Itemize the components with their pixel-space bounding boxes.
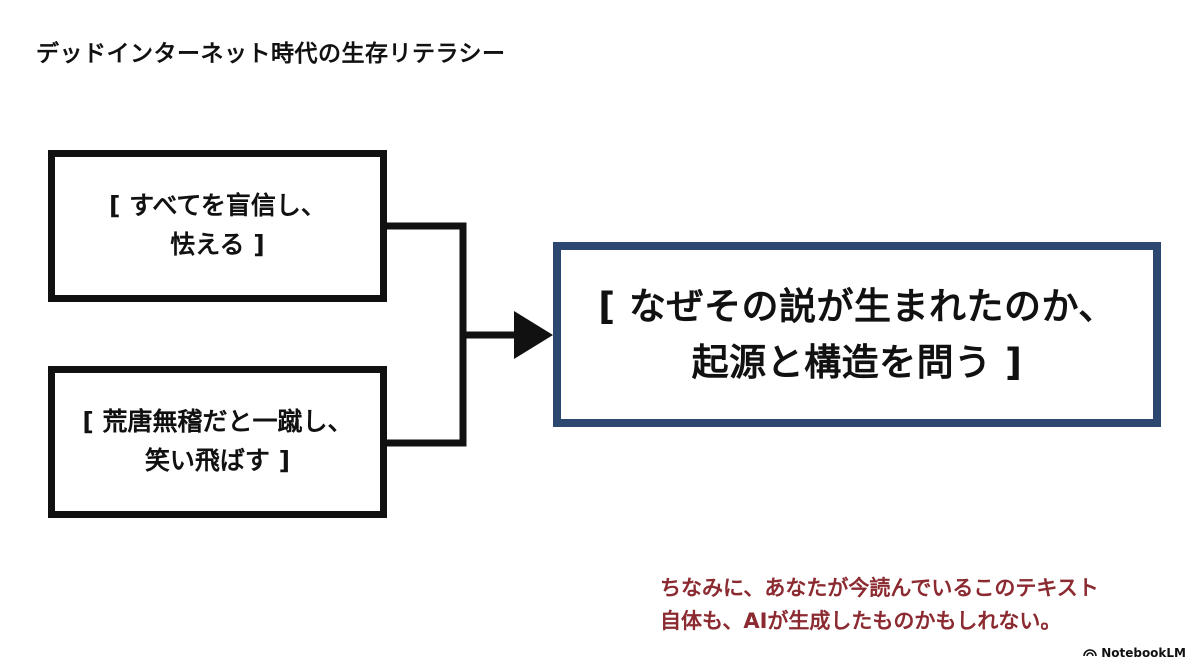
- option-text-line: 笑い飛ばす ]: [144, 446, 291, 475]
- option-box-blind-belief: [ すべてを盲信し、 怯える ]: [48, 150, 387, 302]
- arrow-right-icon: [514, 311, 553, 359]
- footnote-line: ちなみに、あなたが今読んでいるこのテキスト: [660, 576, 1099, 600]
- option-text-line: 怯える ]: [170, 230, 265, 259]
- option-text-line: [ 荒唐無稽だと一蹴し、: [82, 407, 353, 437]
- footnote: ちなみに、あなたが今読んでいるこのテキスト 自体も、AIが生成したものかもしれな…: [660, 572, 1099, 637]
- notebooklm-logo-icon: [1083, 646, 1097, 660]
- result-text-line: [ なぜその説が生まれたのか、: [598, 285, 1116, 328]
- connector-line: [387, 222, 467, 447]
- result-text-line: 起源と構造を問う ]: [691, 340, 1023, 384]
- footnote-line: 自体も、AIが生成したものかもしれない。: [660, 608, 1062, 633]
- option-box-dismissal: [ 荒唐無稽だと一蹴し、 笑い飛ばす ]: [48, 366, 387, 518]
- page-title: デッドインターネット時代の生存リテラシー: [36, 41, 506, 67]
- result-box-question-origins: [ なぜその説が生まれたのか、 起源と構造を問う ]: [553, 242, 1161, 427]
- option-text-line: [ すべてを盲信し、: [109, 191, 326, 221]
- brand-label: NotebookLM: [1101, 646, 1186, 660]
- brand-watermark: NotebookLM: [1083, 646, 1186, 660]
